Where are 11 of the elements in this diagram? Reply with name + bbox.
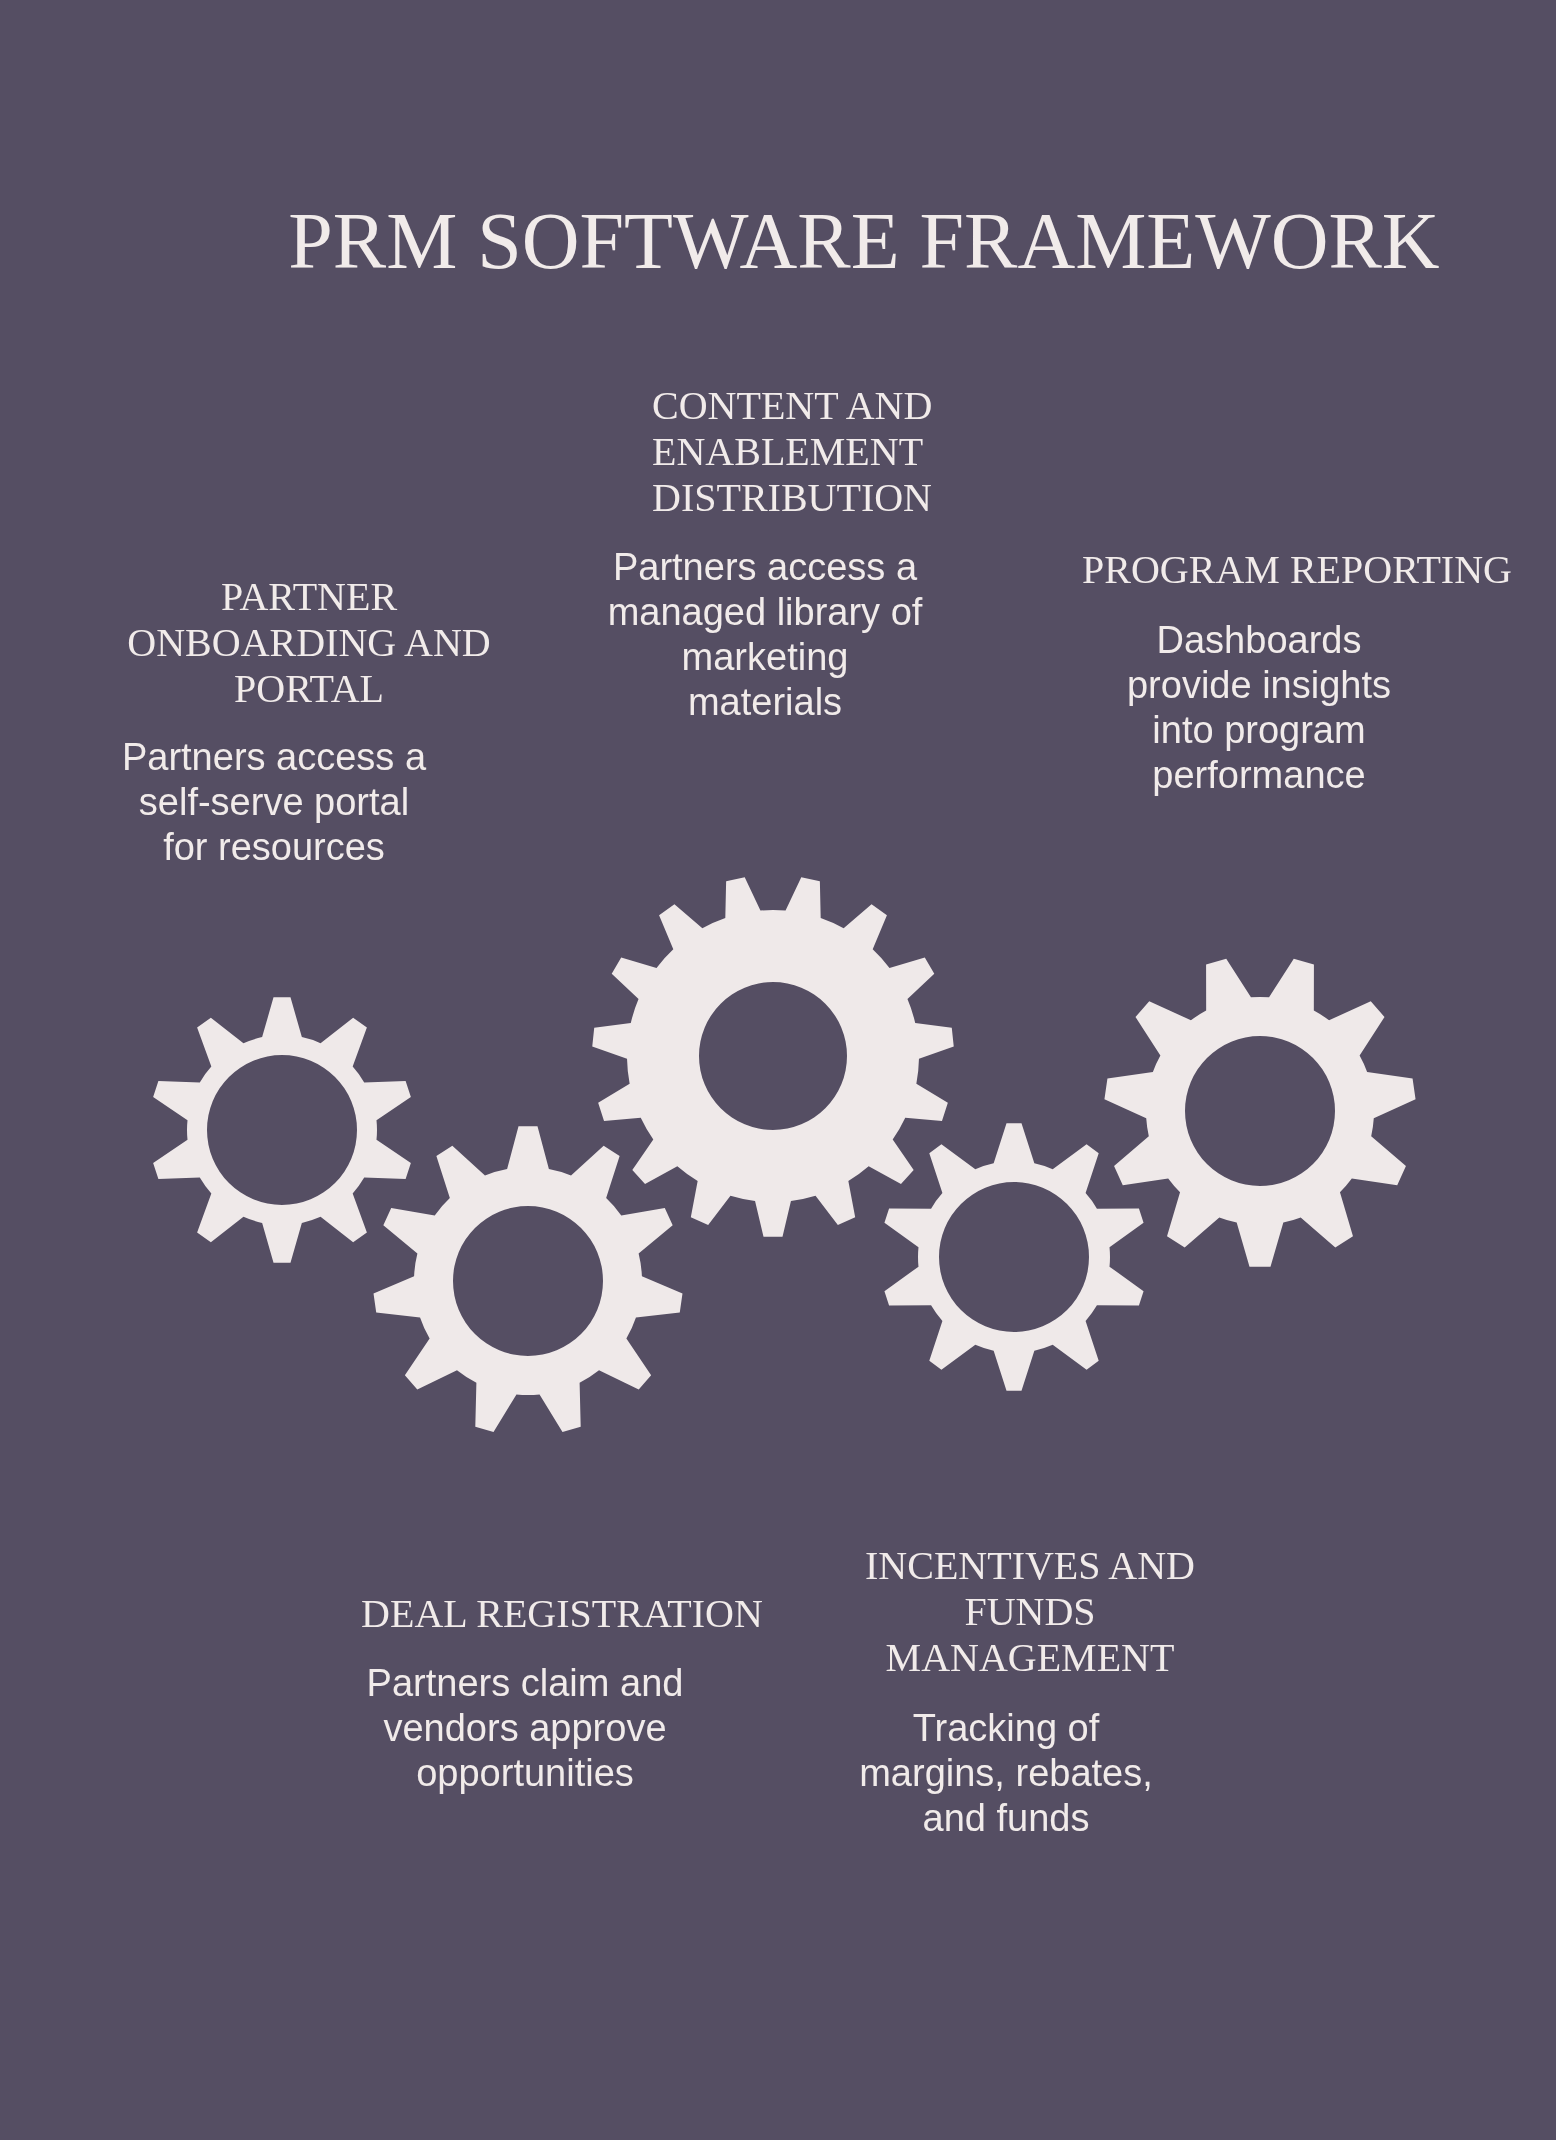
section-description: Partners access a managed library of marketing materials xyxy=(607,545,923,725)
section-heading: DEAL REGISTRATION xyxy=(360,1591,764,1637)
section-heading: PROGRAM REPORTING xyxy=(1081,547,1513,593)
section-heading: INCENTIVES AND FUNDS MANAGEMENT xyxy=(864,1543,1196,1681)
section-description: Tracking of margins, rebates, and funds xyxy=(858,1706,1154,1841)
section-heading: PARTNER ONBOARDING AND PORTAL xyxy=(126,574,492,712)
section-description: Dashboards provide insights into program performance xyxy=(1126,618,1392,798)
section-heading: CONTENT AND ENABLEMENT DISTRIBUTION xyxy=(652,383,934,521)
section-description: Partners access a self-serve portal for resources xyxy=(121,735,427,870)
section-description: Partners claim and vendors approve opportunities xyxy=(366,1661,684,1796)
diagram-title: PRM SOFTWARE FRAMEWORK xyxy=(287,201,1441,281)
